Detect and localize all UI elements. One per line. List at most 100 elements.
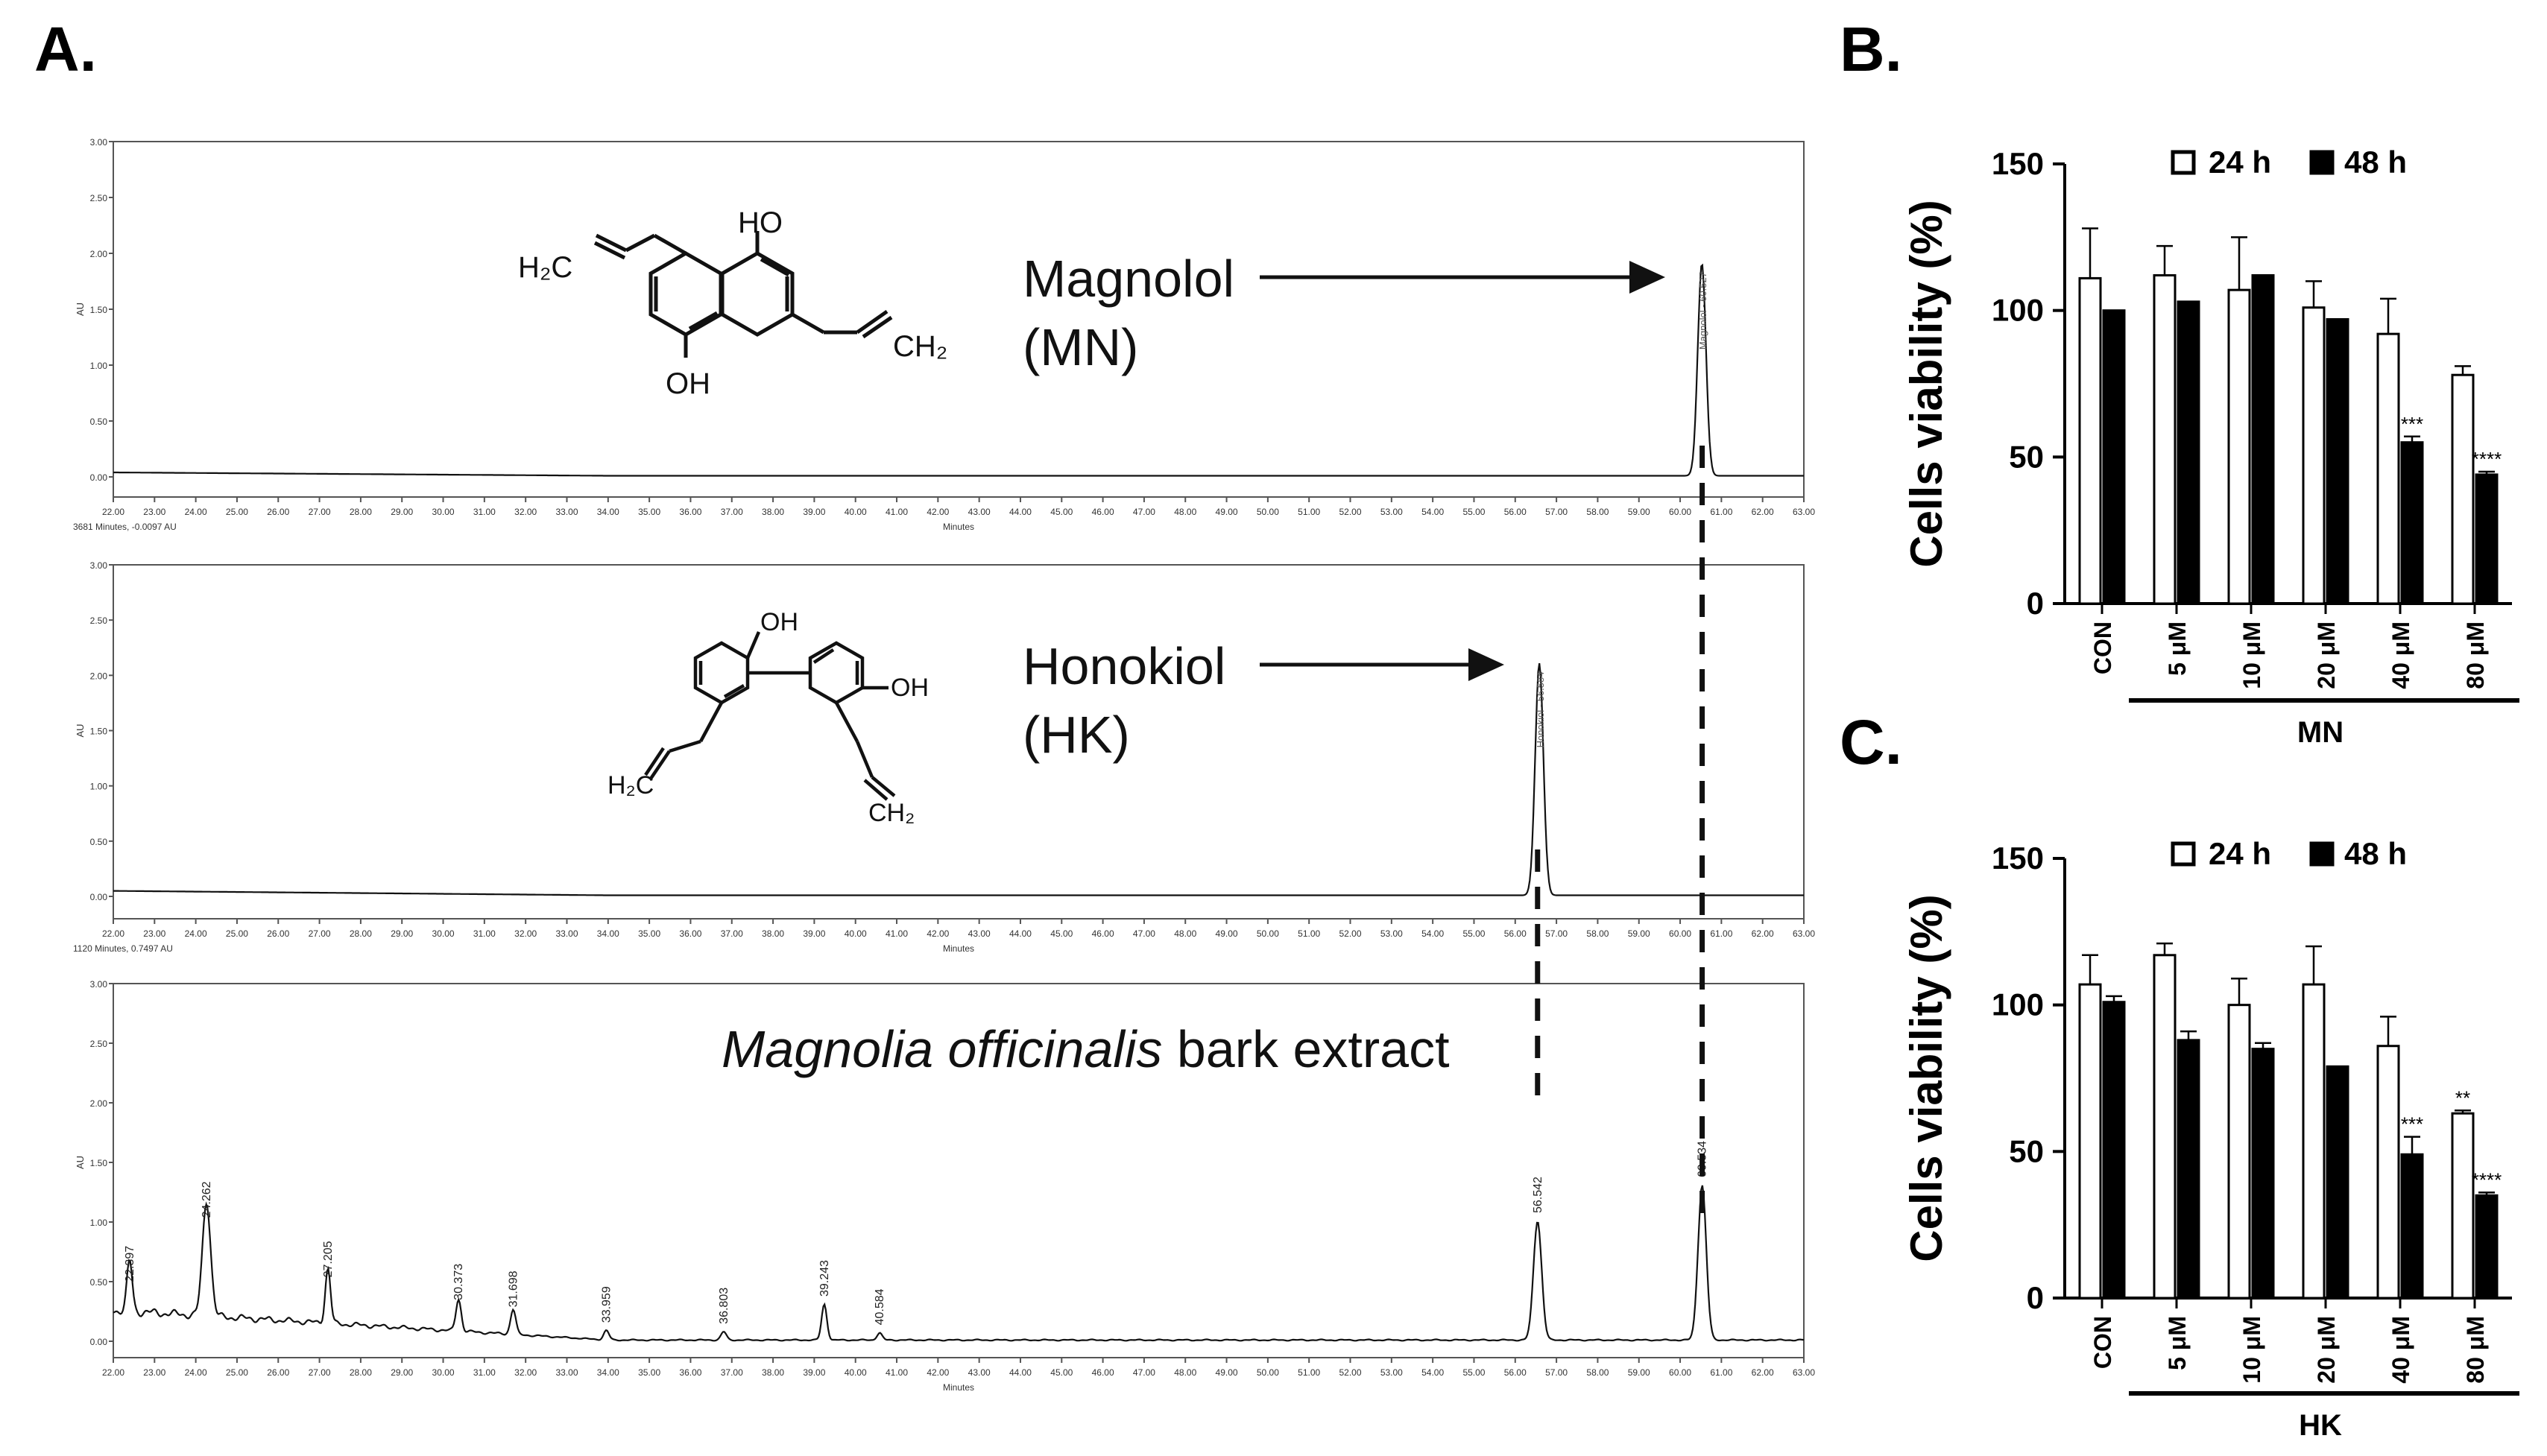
magnolol-allyl-bond [625,233,656,253]
x-tick-label: 32.00 [514,507,537,517]
y-tick-label: 2.00 [90,249,108,259]
x-tick-label: 63.00 [1793,1367,1815,1378]
x-tick-label: 37.00 [721,928,743,939]
honokiol-structure [644,631,896,801]
magnolol-allyl-bond [791,312,825,335]
magnolol-arrow [1260,261,1665,294]
bar-24h [2078,983,2102,1300]
chromatogram-frame [113,564,1805,920]
honokiol-abbr: (HK) [1023,706,1130,764]
x-tick-label: 44.00 [1009,1367,1032,1378]
peak-retention-label: 31.698 [507,1270,520,1307]
y-tick-label: 50 [2009,1133,2044,1168]
x-tick-label: 51.00 [1298,1367,1320,1378]
x-tick-label: 44.00 [1009,928,1032,939]
y-tick-label: 2.00 [90,1098,108,1109]
bar-48h [2475,1194,2499,1300]
x-tick-label: 57.00 [1545,928,1568,939]
magnolol-allyl-bond [862,315,893,339]
bar-48h [2251,1048,2275,1300]
x-tick-label: 48.00 [1174,928,1196,939]
peak-retention-label: 56.542 [1532,1177,1544,1213]
x-tick-label: 23.00 [143,507,165,517]
x-tick-label: 80 μM [2462,1316,2489,1384]
peak-retention-label: 40.584 [874,1288,886,1325]
y-tick-label: 2.00 [90,671,108,681]
y-tick-label: 100 [1992,293,2044,328]
x-tick-label: 49.00 [1216,928,1238,939]
bar-24h [2451,373,2475,605]
y-tick-label: 3.00 [90,979,108,990]
significance-label: *** [2401,1113,2423,1136]
x-tick-label: 37.00 [721,507,743,517]
y-axis-label: AU [75,724,86,737]
x-tick-label: 37.00 [721,1367,743,1378]
honokiol-allyl-bond [863,779,889,801]
x-tick-label: 36.00 [679,507,701,517]
y-tick-label: 3.00 [90,560,108,571]
x-tick-label: 53.00 [1380,1367,1403,1378]
x-tick-label: 28.00 [350,507,372,517]
y-tick-label: 1.50 [90,1158,108,1168]
x-tick-label: 38.00 [762,928,784,939]
x-tick-label: 33.00 [555,1367,578,1378]
x-tick-label: 45.00 [1050,1367,1073,1378]
x-tick-label: 52.00 [1339,1367,1361,1378]
y-axis-label: Cells viability (%) [1901,894,1951,1262]
magnolol-allyl-bond [653,233,687,256]
x-tick-label: 50.00 [1257,928,1279,939]
peak-retention-label: 39.243 [818,1260,831,1297]
x-tick-label: 23.00 [143,1367,165,1378]
x-tick-label: 35.00 [638,507,660,517]
x-tick-label: 49.00 [1216,1367,1238,1378]
y-tick-label: 0.50 [90,1277,108,1288]
x-tick-label: 33.00 [555,507,578,517]
x-tick-label: 62.00 [1752,507,1774,517]
x-tick-label: 63.00 [1793,928,1815,939]
magnolol-allyl-bond [595,233,628,253]
x-tick-label: 54.00 [1421,1367,1444,1378]
x-axis-label: Minutes [943,943,974,954]
legend-label-48h: 48 h [2344,836,2407,871]
x-tick-label: 30.00 [432,928,455,939]
x-tick-label: 55.00 [1462,507,1485,517]
x-tick-label: 34.00 [597,507,619,517]
x-tick-label: 58.00 [1586,928,1609,939]
x-tick-label: 35.00 [638,928,660,939]
x-tick-label: 31.00 [473,928,496,939]
honokiol-name: Honokiol [1023,637,1225,695]
bar-24h [2376,332,2400,605]
legend-swatch-24h [2171,841,2196,867]
x-tick-label: 56.00 [1504,1367,1527,1378]
bar-48h [2326,1065,2349,1300]
magnolol-ring-right [720,251,795,337]
panel-label-a: A. [34,14,97,84]
x-tick-label: 43.00 [968,507,991,517]
x-tick-label: 59.00 [1628,1367,1650,1378]
x-tick-label: 47.00 [1133,507,1155,517]
cursor-readout: 1120 Minutes, 0.7497 AU [73,943,173,954]
magnolol-ch2-label: CH₂ [893,330,947,363]
bar-48h [2102,309,2126,605]
bar-48h [2177,1039,2200,1300]
x-tick-label: 25.00 [226,1367,248,1378]
honokiol-allyl-bond [669,739,701,753]
peak-label: Magnolol - 60.527 [1697,272,1708,349]
x-tick-label: CON [2089,621,2116,674]
x-tick-label: 42.00 [927,928,949,939]
cursor-readout: 3681 Minutes, -0.0097 AU [73,522,177,532]
x-tick-label: 57.00 [1545,507,1568,517]
y-tick-label: 1.00 [90,1218,108,1228]
x-tick-label: 41.00 [886,507,908,517]
honokiol-allyl-bond [649,750,671,780]
x-tick-label: 39.00 [803,507,825,517]
x-tick-label: 22.00 [102,928,124,939]
x-tick-label: 47.00 [1133,928,1155,939]
x-tick-label: 26.00 [267,928,289,939]
x-tick-label: 53.00 [1380,928,1403,939]
x-tick-label: 29.00 [391,928,413,939]
x-tick-label: 24.00 [185,1367,207,1378]
x-tick-label: 54.00 [1421,928,1444,939]
x-tick-label: 47.00 [1133,1367,1155,1378]
x-tick-label: 50.00 [1257,507,1279,517]
